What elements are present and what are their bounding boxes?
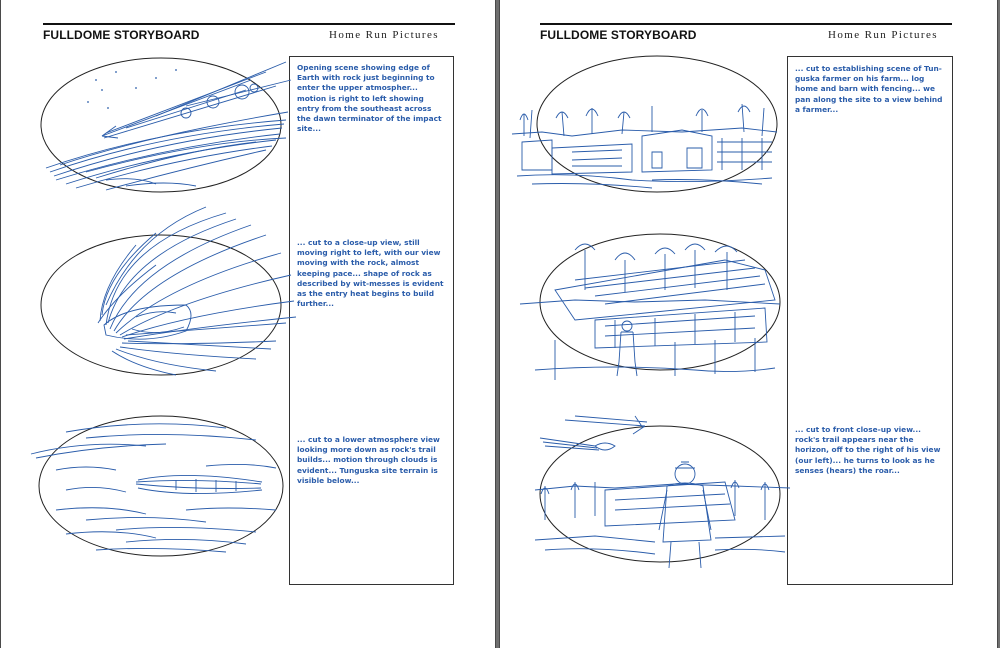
storyboard-title: FULLDOME STORYBOARD — [540, 28, 697, 42]
panel-2-sketch — [36, 205, 298, 383]
panel-6-caption: ... cut to front close-up view... rock's… — [795, 425, 941, 475]
panel-3-caption: ... cut to a lower atmosphere view looki… — [297, 435, 440, 485]
header-rule — [43, 23, 455, 25]
farm-establishing-sketch — [511, 55, 778, 193]
header-rule — [540, 23, 952, 25]
storyboard-title: FULLDOME STORYBOARD — [43, 28, 200, 42]
rock-closeup-sketch — [40, 206, 297, 376]
caption-column — [289, 56, 454, 585]
company-name: Home Run Pictures — [329, 29, 439, 41]
panel-1-sketch — [36, 50, 292, 200]
farmer-closeup-sketch — [534, 415, 791, 569]
storyboard-page-right: FULLDOME STORYBOARD Home Run Pictures — [500, 0, 997, 648]
panel-2-caption: ... cut to a close-up view, still moving… — [297, 238, 444, 309]
caption-column — [787, 56, 953, 585]
lower-atmosphere-sketch — [30, 415, 284, 557]
panel-5-sketch — [515, 230, 785, 380]
panel-3-sketch — [26, 410, 291, 560]
panel-4-sketch — [511, 52, 782, 202]
panel-4-caption: ... cut to establishing scene of Tun-gus… — [795, 64, 943, 114]
storyboard-page-left: FULLDOME STORYBOARD Home Run Pictures — [1, 0, 495, 648]
meteor-entry-sketch — [40, 57, 292, 193]
company-name: Home Run Pictures — [828, 29, 938, 41]
farmer-by-barn-sketch — [519, 233, 781, 380]
panel-6-sketch — [534, 410, 805, 570]
panel-1-caption: Opening scene showing edge of Earth with… — [297, 63, 442, 134]
